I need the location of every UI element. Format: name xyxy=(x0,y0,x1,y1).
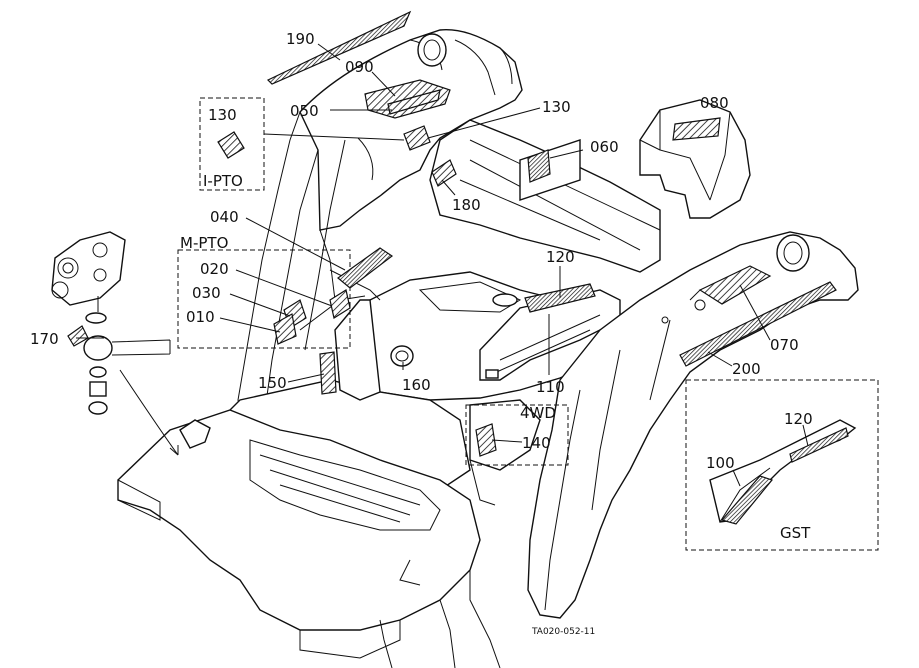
label-010: 010 xyxy=(186,308,215,326)
label-020: 020 xyxy=(200,260,229,278)
seat-cover-drawing xyxy=(639,99,751,219)
decal-180 xyxy=(431,159,457,187)
callout-labels: 190 090 050 130 130 080 060 180 040 020 … xyxy=(30,30,813,472)
label-030: 030 xyxy=(192,284,221,302)
decal-130 xyxy=(403,125,431,151)
label-150: 150 xyxy=(258,374,287,392)
label-050: 050 xyxy=(290,102,319,120)
decal-020 xyxy=(329,289,351,319)
label-120: 120 xyxy=(546,248,575,266)
decal-100-gst xyxy=(720,475,774,525)
decal-120-gst xyxy=(789,427,849,463)
decals xyxy=(67,10,849,525)
tractor-body-drawing xyxy=(117,28,661,668)
decal-040 xyxy=(337,247,394,289)
valve-assembly-drawing xyxy=(51,231,179,456)
label-200: 200 xyxy=(732,360,761,378)
leader-lines xyxy=(76,43,809,487)
decal-060 xyxy=(527,149,551,183)
label-140: 140 xyxy=(522,434,551,452)
figure-code: TA020-052-11 xyxy=(531,627,595,637)
ipto-box-title: I-PTO xyxy=(203,172,243,190)
label-090: 090 xyxy=(345,58,374,76)
label-110: 110 xyxy=(536,378,565,396)
gst-box-title: GST xyxy=(780,524,811,542)
label-160: 160 xyxy=(402,376,431,394)
label-190: 190 xyxy=(286,30,315,48)
decal-190 xyxy=(266,10,412,85)
ipto-detail-box xyxy=(199,97,265,191)
mpto-box-title: M-PTO xyxy=(180,234,228,252)
decal-080 xyxy=(672,117,721,141)
decal-130-ipto xyxy=(217,131,245,159)
label-100-gst: 100 xyxy=(706,454,735,472)
label-040: 040 xyxy=(210,208,239,226)
label-130: 130 xyxy=(542,98,571,116)
label-120-gst: 120 xyxy=(784,410,813,428)
label-170: 170 xyxy=(30,330,59,348)
label-180: 180 xyxy=(452,196,481,214)
decal-200 xyxy=(679,281,837,367)
mpto-detail-box xyxy=(177,249,351,349)
decal-050 xyxy=(387,89,441,115)
decal-150 xyxy=(319,351,337,395)
fourwd-detail-box xyxy=(465,404,569,466)
label-070: 070 xyxy=(770,336,799,354)
label-080: 080 xyxy=(700,94,729,112)
decal-140 xyxy=(475,423,497,457)
right-fender-drawing xyxy=(527,231,859,619)
fourwd-box-title: 4WD xyxy=(520,404,556,422)
decal-070 xyxy=(698,265,772,305)
decal-010 xyxy=(273,313,297,345)
label-060: 060 xyxy=(590,138,619,156)
label-130-ipto: 130 xyxy=(208,106,237,124)
gst-detail-box xyxy=(685,379,879,551)
